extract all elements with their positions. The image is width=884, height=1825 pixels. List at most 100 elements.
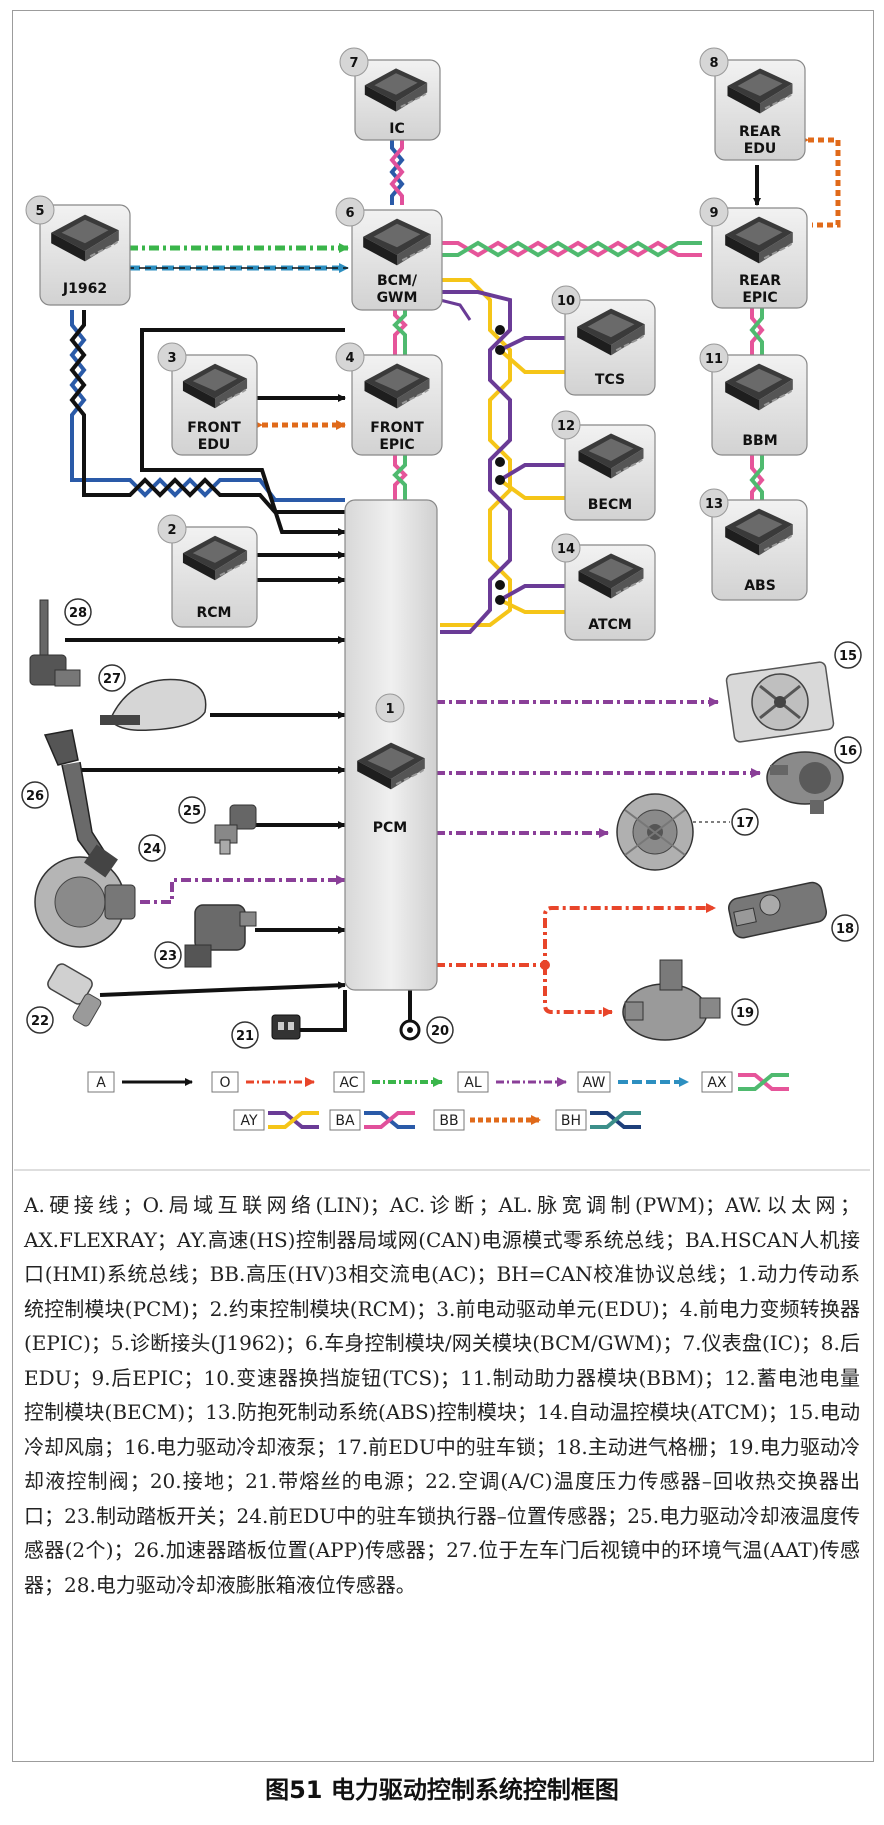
coolant-valve-component [622, 959, 721, 1041]
component-number: 18 [836, 922, 854, 937]
component-number: 21 [236, 1029, 254, 1044]
brake-switch-component [184, 904, 257, 968]
module-label: PCM [373, 820, 407, 836]
mirror-component [100, 678, 207, 732]
rear-hv-line [799, 135, 841, 228]
ground-symbol [399, 1019, 421, 1041]
module-bbm[interactable]: BBM 11 [699, 343, 808, 456]
flexray-rear-bbm-green [749, 305, 764, 355]
lin-bus-valve [543, 965, 613, 1017]
legend-key: BA [335, 1113, 355, 1129]
component-number: 26 [26, 789, 44, 804]
can-branch-tcs-p [499, 336, 565, 352]
junction-dot [495, 457, 505, 467]
component-number: 25 [183, 804, 201, 819]
legend-description: A.硬接线；O.局域互联网络(LIN)；AC.诊断；AL.脉宽调制(PWM)；A… [24, 1193, 860, 1597]
bus-ic-bcm-pink [389, 138, 405, 205]
legend-key: AY [240, 1113, 257, 1129]
component-number: 23 [159, 949, 177, 964]
legend-key: A [96, 1075, 106, 1091]
legend-key: O [219, 1075, 230, 1091]
legend-key: BB [439, 1113, 458, 1129]
module-atcm[interactable]: ATCM 14 [551, 533, 656, 641]
flexray-bbm-abs-green [749, 455, 764, 502]
flexray-bcm-front-green [392, 305, 407, 355]
junction-dot [495, 345, 505, 355]
level-sensor-component [29, 599, 81, 687]
module-label: EPIC [742, 290, 777, 306]
module-number: 10 [557, 294, 575, 309]
can-branch-becm-p [498, 463, 565, 482]
module-label: BBM [742, 433, 777, 449]
module-label: RCM [197, 605, 232, 621]
module-tcs[interactable]: TCS 10 [551, 285, 656, 396]
module-front-edu[interactable]: FRONT EDU 3 [157, 342, 258, 456]
line-legend: A O AC AL AW AX AY BA BB BH [87, 1071, 789, 1131]
component-number: 24 [143, 842, 161, 857]
flexray-front-pcm-pink [393, 455, 408, 500]
legend-key: AW [583, 1075, 606, 1091]
legend-key: AC [339, 1075, 358, 1091]
module-label: TCS [595, 372, 625, 388]
module-label: REAR [739, 124, 781, 140]
lin-junction [540, 960, 550, 970]
module-label: REAR [739, 273, 781, 289]
control-diagram: IC 7 REAR EDU 8 J1962 5 BCM/ GWM 6 REAR … [14, 47, 870, 1171]
module-ic[interactable]: IC 7 [339, 47, 441, 141]
module-bcm-gwm[interactable]: BCM/ GWM 6 [335, 197, 443, 311]
module-becm[interactable]: BECM 12 [551, 410, 656, 521]
fuse-component [271, 1014, 301, 1040]
can-branch-tcs-y [498, 348, 565, 374]
module-number: 6 [345, 206, 354, 221]
module-rear-edu[interactable]: REAR EDU 8 [699, 47, 806, 161]
flexray-rear-bbm-pink [750, 305, 765, 355]
ac-sensor-component [47, 963, 102, 1027]
module-j1962[interactable]: J1962 5 [25, 195, 131, 306]
coolant-pump-component [766, 751, 844, 814]
legend-key: AL [464, 1075, 482, 1091]
flexray-top-green [440, 240, 702, 258]
module-abs[interactable]: ABS 13 [699, 488, 808, 601]
module-label: FRONT [370, 420, 424, 436]
module-label: EPIC [379, 437, 414, 453]
flexray-bcm-front-pink [393, 305, 408, 355]
module-label: J1962 [62, 281, 107, 297]
module-label: EDU [198, 437, 231, 453]
junction-dot [495, 595, 505, 605]
calib-bus-blue [69, 310, 345, 502]
module-rcm[interactable]: RCM 2 [157, 514, 258, 628]
module-label: IC [389, 121, 404, 137]
module-label: BCM/ [377, 273, 418, 289]
module-number: 2 [167, 523, 176, 538]
module-number: 4 [345, 351, 354, 366]
module-pcm[interactable]: 1 PCM [344, 499, 438, 991]
module-number: 11 [705, 352, 723, 367]
can-branch-atcm-p [499, 584, 565, 602]
module-label: ATCM [588, 617, 632, 633]
module-rear-epic[interactable]: REAR EPIC 9 [699, 197, 808, 309]
module-front-epic[interactable]: FRONT EPIC 4 [335, 342, 443, 456]
junction-dot [495, 325, 505, 335]
accelerator-pedal-component [43, 729, 118, 878]
module-label: EDU [744, 141, 777, 157]
component-number: 15 [839, 649, 857, 664]
module-number: 3 [167, 351, 176, 366]
component-number: 17 [736, 816, 754, 831]
flexray-bbm-abs-pink [750, 455, 765, 502]
sensor24-pwm [140, 875, 346, 904]
bus-ic-bcm-blue [389, 138, 405, 205]
park-lock-component [616, 793, 694, 871]
component-number: 28 [69, 606, 87, 621]
park-lock-actuator-component [34, 856, 136, 948]
module-number: 14 [557, 542, 575, 557]
module-number: 13 [705, 497, 723, 512]
module-number: 7 [349, 56, 358, 71]
calib-bus-black [69, 310, 345, 514]
module-label: ABS [744, 578, 776, 594]
module-number: 9 [709, 206, 718, 221]
figure-caption: 图51 电力驱动控制系统控制框图 [265, 1776, 619, 1804]
cooling-fan-component [725, 661, 835, 743]
module-label: BECM [588, 497, 632, 513]
sensor22-wire [99, 981, 346, 997]
